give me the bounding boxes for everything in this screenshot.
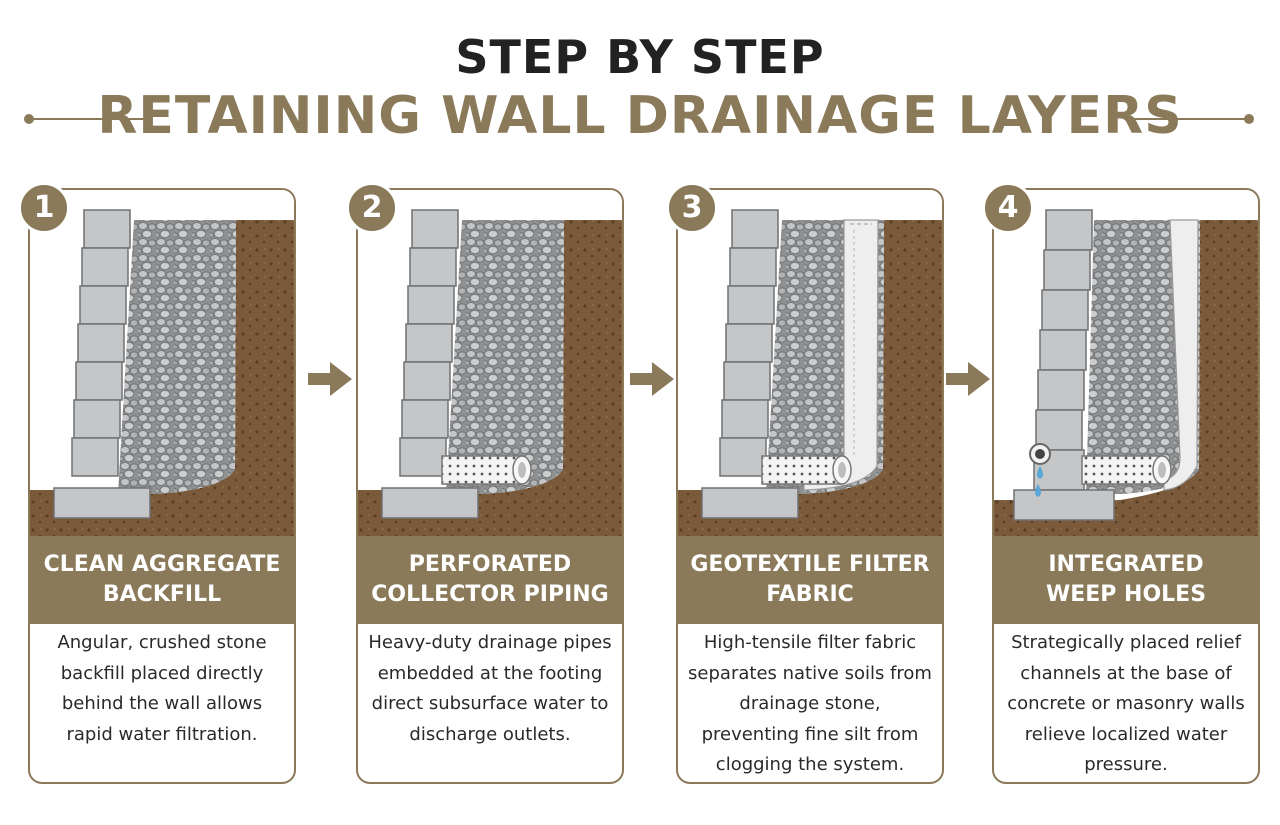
step-title-1-line1: CLEAN AGGREGATE xyxy=(43,552,281,577)
step-number-2: 2 xyxy=(346,182,398,234)
step-card-3: GEOTEXTILE FILTER FABRIC High-tensile fi… xyxy=(676,188,944,784)
step-title-4: INTEGRATED WEEP HOLES xyxy=(994,536,1258,624)
rule-dot-right xyxy=(1244,114,1254,124)
step-card-1: CLEAN AGGREGATE BACKFILL Angular, crushe… xyxy=(28,188,296,784)
step-description-2: Heavy-duty drainage pipes embedded at th… xyxy=(368,632,612,745)
step-card-2: PERFORATED COLLECTOR PIPING Heavy-duty d… xyxy=(356,188,624,784)
step-title-2-line1: PERFORATED xyxy=(408,552,572,577)
weep-hole-illustration xyxy=(994,190,1258,536)
header-title-main: RETAINING WALL DRAINAGE LAYERS xyxy=(97,86,1183,146)
rule-right xyxy=(1132,118,1250,120)
rule-dot-left xyxy=(24,114,34,124)
arrow-right-icon xyxy=(308,362,352,396)
step-title-1: CLEAN AGGREGATE BACKFILL xyxy=(30,536,294,624)
step-title-2-line2: COLLECTOR PIPING xyxy=(371,582,609,607)
step-description-4: Strategically placed relief channels at … xyxy=(1007,632,1245,775)
arrow-right-icon xyxy=(630,362,674,396)
step-title-4-line2: WEEP HOLES xyxy=(1045,582,1207,607)
rule-left xyxy=(30,118,148,120)
step-number-3: 3 xyxy=(666,182,718,234)
step-description-3: High-tensile filter fabric separates nat… xyxy=(688,632,932,775)
step-title-4-line1: INTEGRATED xyxy=(1048,552,1204,577)
step-number-1: 1 xyxy=(18,182,70,234)
perforated-pipe-illustration xyxy=(358,190,622,536)
aggregate-backfill-illustration xyxy=(30,190,294,536)
step-title-1-line2: BACKFILL xyxy=(102,582,222,607)
header-title-top: STEP BY STEP xyxy=(455,30,825,84)
arrow-right-icon xyxy=(946,362,990,396)
step-title-3-line1: GEOTEXTILE FILTER xyxy=(690,552,930,577)
step-title-3-line2: FABRIC xyxy=(766,582,854,607)
geotextile-fabric-illustration xyxy=(678,190,942,536)
step-title-2: PERFORATED COLLECTOR PIPING xyxy=(358,536,622,624)
step-title-3: GEOTEXTILE FILTER FABRIC xyxy=(678,536,942,624)
step-card-4: INTEGRATED WEEP HOLES Strategically plac… xyxy=(992,188,1260,784)
step-number-4: 4 xyxy=(982,182,1034,234)
step-description-1: Angular, crushed stone backfill placed d… xyxy=(57,632,267,745)
